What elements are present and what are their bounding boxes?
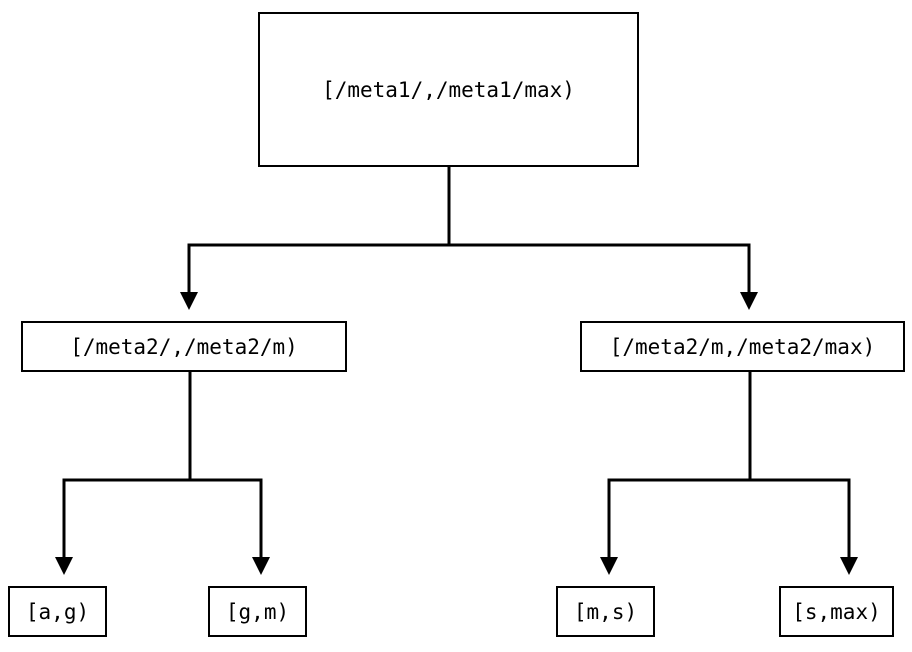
arrowhead-icon [840,557,858,575]
tree-node-mid-right-label: [/meta2/m,/meta2/max) [609,334,876,359]
edge-root-to-mid-left [180,167,451,310]
arrowhead-icon [600,557,618,575]
arrowhead-icon [180,292,198,310]
tree-node-leaf-g-m[interactable]: [g,m) [208,586,307,637]
tree-node-mid-right[interactable]: [/meta2/m,/meta2/max) [580,321,905,372]
edge-midleft-to-leaf2 [190,478,270,575]
edge-midleft-to-leaf1 [55,372,192,575]
tree-node-leaf-a-g[interactable]: [a,g) [8,586,107,637]
tree-node-mid-left-label: [/meta2/,/meta2/m) [70,334,298,359]
tree-node-leaf-g-m-label: [g,m) [225,599,290,624]
arrowhead-icon [55,557,73,575]
arrowhead-icon [252,557,270,575]
tree-node-leaf-s-max[interactable]: [s,max) [779,586,894,637]
tree-node-leaf-s-max-label: [s,max) [792,599,881,624]
tree-node-root-label: [/meta1/,/meta1/max) [322,77,575,102]
tree-node-root[interactable]: [/meta1/,/meta1/max) [258,12,639,167]
edge-midright-to-leaf4 [750,478,858,575]
tree-node-leaf-m-s-label: [m,s) [573,599,638,624]
edge-root-to-mid-right [449,243,758,310]
tree-node-mid-left[interactable]: [/meta2/,/meta2/m) [21,321,347,372]
tree-node-leaf-a-g-label: [a,g) [25,599,90,624]
edge-midright-to-leaf3 [600,372,752,575]
tree-node-leaf-m-s[interactable]: [m,s) [556,586,655,637]
arrowhead-icon [740,292,758,310]
